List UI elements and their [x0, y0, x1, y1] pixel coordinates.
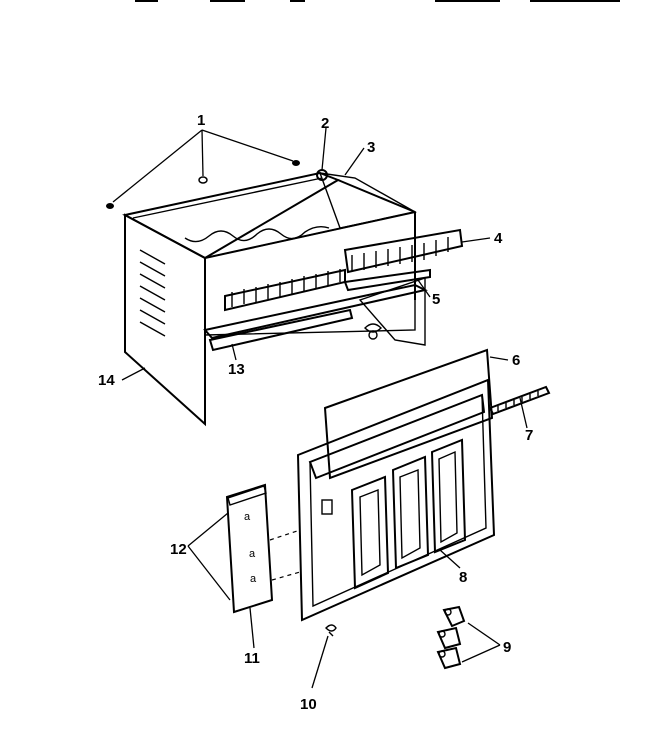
mounting-screw: [106, 203, 114, 209]
clip: [325, 624, 337, 637]
side-panel-louvers: [139, 249, 166, 337]
callout-8: 8: [459, 569, 467, 586]
control-knob: [436, 646, 462, 670]
callout-11: 11: [244, 650, 260, 667]
leader-lines: [112, 127, 528, 689]
callout-1: 1: [197, 112, 205, 129]
control-knob: [442, 605, 466, 628]
cabinet-top-rail: [122, 171, 341, 260]
cabinet-side-panel: [124, 213, 206, 427]
callout-13: 13: [228, 361, 245, 378]
filter-rod: [488, 385, 551, 416]
cabinet-assembly: [106, 160, 464, 427]
air-filter: [323, 348, 494, 480]
mounting-screw: [198, 176, 208, 184]
callout-12: 12: [170, 541, 187, 558]
callout-9: 9: [503, 639, 511, 656]
front-panel-channel: [308, 393, 486, 480]
mounting-screw: [292, 160, 300, 166]
support-rod: [208, 308, 354, 352]
svg-text:a: a: [249, 548, 256, 560]
callout-10: 10: [300, 696, 317, 713]
callout-4: 4: [494, 230, 503, 247]
callout-2: 2: [321, 115, 329, 132]
callout-7: 7: [525, 427, 533, 444]
side-bracket: a a a: [225, 483, 274, 614]
callout-5: 5: [432, 291, 440, 308]
callout-6: 6: [512, 352, 520, 369]
grille-comb: [343, 228, 464, 274]
svg-text:a: a: [250, 573, 257, 585]
rail: [343, 268, 431, 292]
control-knob: [436, 626, 462, 650]
cabinet-right-bottom: [358, 277, 426, 346]
svg-text:a: a: [244, 511, 251, 523]
callout-14: 14: [98, 372, 115, 389]
front-panel-slot: [321, 499, 333, 515]
cabinet-wavy-edge: [184, 225, 330, 243]
callout-3: 3: [367, 139, 375, 156]
callout-labels: 1 2 3 4 5 6 7 8 9 10 11 12 13 14: [98, 112, 533, 713]
front-panel-louvers: [350, 438, 467, 590]
front-assembly: [296, 348, 551, 622]
front-panel: [296, 378, 496, 622]
